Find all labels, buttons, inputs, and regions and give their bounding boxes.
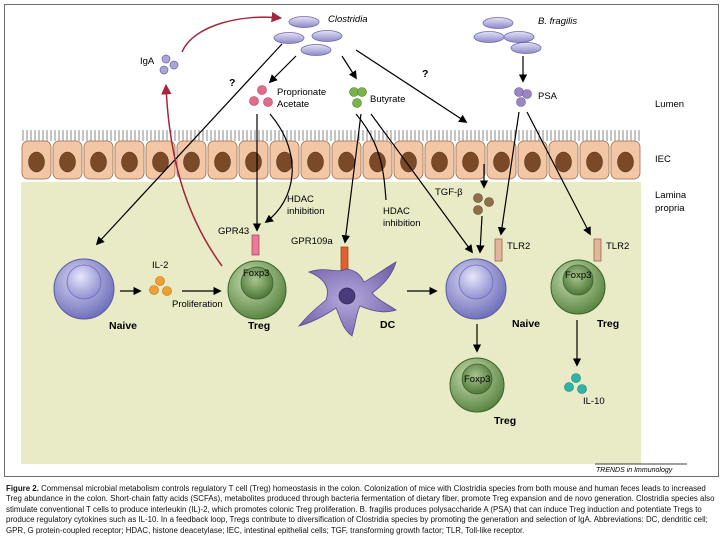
treg-cell-1 (227, 260, 287, 320)
clostridia-label: Clostridia (328, 14, 368, 25)
butyrate-dots (349, 87, 367, 108)
iec-label: IEC (655, 154, 671, 165)
epithelial-nucleus (90, 151, 107, 173)
bfragilis-label: B. fragilis (538, 16, 577, 27)
tgfb-label: TGF-β (435, 187, 463, 198)
treg-label-3: Treg (494, 415, 516, 427)
il2-label: IL-2 (152, 260, 168, 271)
treg-label-1: Treg (248, 320, 270, 332)
propionate-acetate-dots (249, 85, 273, 107)
epithelial-nucleus (183, 151, 200, 173)
epithelial-nucleus (524, 151, 541, 173)
epithelial-nucleus (152, 151, 169, 173)
il2-dots (149, 276, 172, 296)
source-label: TRENDS in Immunology (596, 467, 673, 474)
iga-label: IgA (140, 56, 155, 67)
foxp3-label-1: Foxp3 (243, 268, 269, 279)
epithelial-nucleus (400, 151, 417, 173)
epithelial-nucleus (276, 151, 293, 173)
lamina-label-line1: Lamina (655, 190, 687, 201)
naive-label-1: Naive (109, 320, 137, 332)
epithelial-nucleus (28, 151, 45, 173)
tlr2-receptor-naive (494, 238, 503, 262)
question-mark-1: ? (229, 77, 235, 89)
epithelial-nucleus (245, 151, 262, 173)
naive-cell-2 (445, 258, 507, 320)
lamina-label-line2: propria (655, 203, 685, 214)
acetate-label: Acetate (277, 99, 309, 110)
lamina-propria-region (21, 182, 641, 464)
propionate-label: Proprionate (277, 87, 326, 98)
il10-label: IL-10 (583, 396, 605, 407)
caption-text: Commensal microbial metabolism controls … (6, 484, 715, 535)
microvilli (22, 130, 640, 141)
bfragilis-bacteria (473, 17, 542, 54)
epithelial-nucleus (121, 151, 138, 173)
gpr109a-label: GPR109a (291, 236, 333, 247)
diagram-figure: Clostridia B. fragilis IgA ? ? Propriona… (4, 4, 719, 477)
hdac-label-2-line1: HDAC (383, 206, 410, 217)
hdac-label-2-line2: inhibition (383, 218, 421, 229)
treg-cell-3 (449, 357, 505, 413)
clostridia-bacteria (273, 16, 343, 56)
psa-label: PSA (538, 91, 558, 102)
psa-dots (514, 87, 532, 107)
il10-dots (564, 373, 587, 394)
tlr2-label-a: TLR2 (507, 241, 530, 252)
epithelial-nucleus (59, 151, 76, 173)
epithelial-nucleus (462, 151, 479, 173)
tlr2-label-b: TLR2 (606, 241, 629, 252)
figure-caption: Figure 2. Commensal microbial metabolism… (6, 484, 716, 536)
epithelial-nucleus (338, 151, 355, 173)
question-mark-2: ? (422, 68, 428, 80)
iga-molecules (159, 54, 179, 75)
epithelial-nucleus (307, 151, 324, 173)
naive-cell-1 (53, 258, 115, 320)
epithelial-nucleus (493, 151, 510, 173)
tlr2-receptor-treg (593, 238, 602, 262)
gpr43-receptor (251, 234, 260, 256)
tgfb-dots (473, 193, 494, 215)
epithelial-nucleus (214, 151, 231, 173)
dendritic-cell (297, 261, 397, 337)
hdac-label-1-line2: inhibition (287, 206, 325, 217)
foxp3-label-2: Foxp3 (565, 270, 591, 281)
butyrate-label: Butyrate (370, 94, 405, 105)
lumen-label: Lumen (655, 99, 684, 110)
dc-label: DC (380, 319, 396, 331)
proliferation-label: Proliferation (172, 299, 223, 310)
epithelial-nucleus (431, 151, 448, 173)
feedback-arrows (161, 11, 283, 267)
gpr43-label: GPR43 (218, 226, 249, 237)
epithelial-nucleus (369, 151, 386, 173)
naive-label-2: Naive (512, 318, 540, 330)
caption-figure-number: Figure 2. (6, 484, 39, 493)
epithelial-cell-layer (21, 140, 641, 180)
epithelial-nucleus (586, 151, 603, 173)
gpr109a-receptor (340, 246, 349, 272)
pathway-arrows (95, 43, 591, 367)
treg-label-2: Treg (597, 318, 619, 330)
epithelial-nucleus (555, 151, 572, 173)
epithelial-nucleus (617, 151, 634, 173)
foxp3-label-3: Foxp3 (464, 374, 490, 385)
hdac-label-1-line1: HDAC (287, 194, 314, 205)
treg-cell-2 (550, 259, 606, 315)
